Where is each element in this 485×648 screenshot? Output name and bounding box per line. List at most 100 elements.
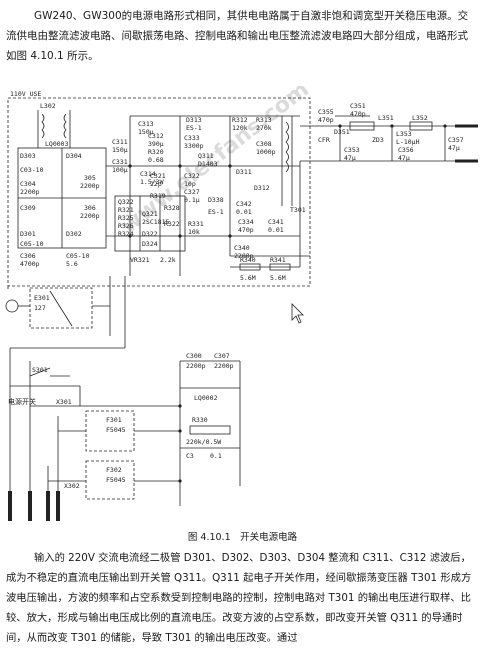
label-l351: L351	[378, 114, 394, 122]
label-c351v: 470p	[350, 110, 366, 118]
label-power-switch: 电源开关	[8, 397, 36, 406]
label-c331v: 100μ	[112, 166, 128, 174]
label-t301: T301	[290, 206, 306, 214]
label-vr321v: 2.2k	[160, 256, 176, 264]
label-c342: C342	[236, 200, 252, 208]
label-c351: C351	[350, 102, 366, 110]
label-r341: R341	[270, 256, 286, 264]
label-r341v: 5.6M	[270, 274, 286, 282]
label-d338: D338	[208, 196, 224, 204]
label-c313v: 150μ	[138, 128, 154, 136]
body-paragraph: 输入的 220V 交流电流经二极管 D301、D302、D303、D304 整流…	[6, 548, 480, 648]
figure-caption: 图 4.10.1 开关电源电路	[187, 532, 298, 543]
label-c322v: 10p	[184, 180, 196, 188]
label-supply: 110V USE	[10, 90, 41, 98]
label-c357v: 47μ	[448, 144, 460, 152]
label-d304: D304	[66, 152, 82, 160]
label-c313: C313	[138, 120, 154, 128]
label-r326: R326	[118, 222, 134, 230]
label-c334: C334	[238, 218, 254, 226]
label-d312: D312	[254, 184, 270, 192]
label-c312: C312	[148, 132, 164, 140]
label-c314: C314	[140, 170, 156, 178]
label-c334v: 470p	[238, 226, 254, 234]
label-r313: R313	[256, 116, 272, 124]
label-r331: R331	[188, 220, 204, 228]
label-c342v: 0.01	[236, 208, 252, 216]
intro-text: GW240、GW300的电源电路形式相同，其供电电路属于自激非饱和调宽型开关稳压…	[6, 10, 469, 62]
label-e301: E301	[34, 294, 50, 302]
label-r330: R330	[192, 416, 208, 424]
component-labels: 110V USE L302 LQ0003 D303 D304 C03-10 30…	[8, 90, 464, 490]
label-c340: C340	[234, 244, 250, 252]
label-c304: C304	[20, 180, 36, 188]
label-c357: C357	[448, 136, 464, 144]
label-c333: C333	[184, 134, 200, 142]
label-d302: D302	[66, 230, 82, 238]
label-c321: C321	[150, 172, 166, 180]
label-f301v: F5045	[106, 426, 126, 434]
intro-paragraph: GW240、GW300的电源电路形式相同，其供电电路属于自激非饱和调宽型开关稳压…	[6, 6, 476, 66]
label-c307: C307	[214, 352, 230, 360]
label-r320: R320	[148, 148, 164, 156]
label-r312v: 120k	[232, 124, 248, 132]
label-c300: C300	[186, 352, 202, 360]
label-r328: R328	[164, 204, 180, 212]
label-r322: R322	[164, 220, 180, 228]
label-vr321: VR321	[130, 256, 150, 264]
label-d313: D313	[186, 116, 202, 124]
label-r340: R340	[240, 256, 256, 264]
label-r319: R319	[150, 192, 166, 200]
label-d303: D303	[20, 152, 36, 160]
label-c303: C03-10	[20, 166, 44, 174]
label-q322: Q322	[118, 198, 134, 206]
label-d324: D324	[142, 240, 158, 248]
label-c305v: 2200p	[80, 182, 100, 190]
label-c308: C308	[256, 140, 272, 148]
label-r320v: 0.68	[148, 156, 164, 164]
label-q321: Q321	[142, 210, 158, 218]
label-f301: F301	[106, 416, 122, 424]
label-q311v: D1403	[198, 160, 218, 168]
label-r340v: 5.6M	[240, 274, 256, 282]
body-text: 输入的 220V 交流电流经二极管 D301、D302、D303、D304 整流…	[6, 552, 472, 644]
label-x301: X301	[56, 398, 72, 406]
label-c306b: C306	[20, 252, 36, 260]
label-c05-10bv: 5.6	[66, 260, 78, 268]
label-c306: 306	[84, 204, 96, 212]
label-es1b: ES-1	[208, 208, 224, 216]
label-c341v: 0.01	[268, 226, 284, 234]
label-c327: C327	[184, 188, 200, 196]
label-zd3: ZD3	[372, 136, 384, 144]
label-c311: C311	[112, 138, 128, 146]
schematic-diagram: www.elecfans.com	[5, 86, 478, 521]
label-c311v: 150μ	[112, 146, 128, 154]
label-c314v: 1.5/3W	[140, 178, 164, 186]
label-d301: D301	[20, 230, 36, 238]
label-c307v: 2200p	[214, 362, 234, 370]
label-c322: C322	[184, 172, 200, 180]
label-c341: C341	[268, 218, 284, 226]
label-r313v: 270k	[256, 124, 272, 132]
label-e301v: 127	[34, 304, 46, 312]
label-d351: D351	[334, 128, 350, 136]
label-c05-10b: C05-10	[66, 252, 90, 260]
label-c3v: 0.1	[210, 452, 222, 460]
label-c312v: 390μ	[148, 140, 164, 148]
label-c300v: 2200p	[186, 362, 206, 370]
label-x302: X302	[64, 482, 80, 490]
label-c355: C355	[318, 108, 334, 116]
label-c305: 305	[84, 174, 96, 182]
label-c3: C3	[186, 452, 194, 460]
label-l302: L302	[40, 102, 56, 110]
label-c356v: 47μ	[398, 154, 410, 162]
label-lq0002: LQ0002	[194, 394, 218, 402]
label-r325: R325	[118, 214, 134, 222]
label-c308v: 1000p	[256, 148, 276, 156]
label-c309: C309	[20, 204, 36, 212]
label-cfr: CFR	[318, 136, 330, 144]
label-c306v: 2200p	[80, 212, 100, 220]
label-lq0003: LQ0003	[45, 140, 69, 148]
label-f302v: F5045	[106, 476, 126, 484]
label-c355v: 470p	[318, 116, 334, 124]
